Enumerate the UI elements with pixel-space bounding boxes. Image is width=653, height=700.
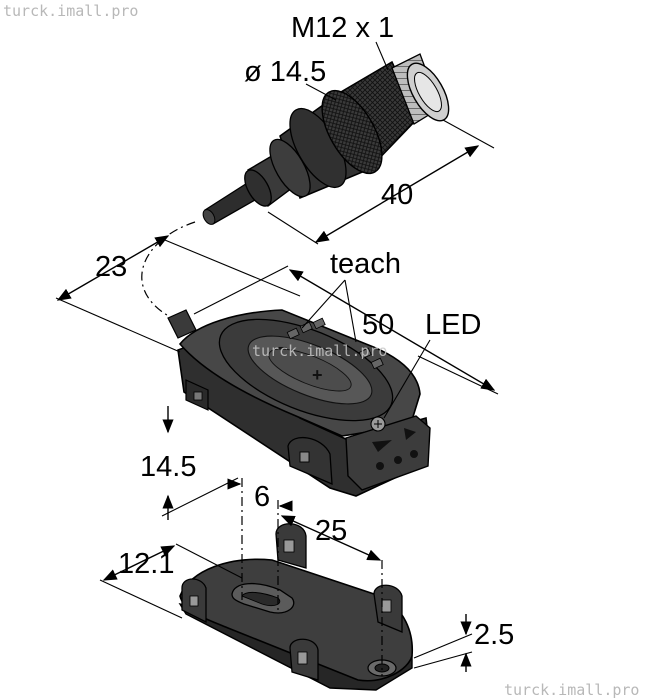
dimension-25: 25 [280,515,383,676]
cable-link [141,221,196,319]
dimension-40-label: 40 [381,179,413,211]
watermark-bottom-right: turck.imall.pro [504,681,639,699]
plus-symbol: + [312,365,323,385]
dimension-6: 6 [227,478,293,612]
dimension-23: 23 [55,235,301,353]
housing-tab-front [287,436,333,486]
dimension-14-5-label: 14.5 [140,451,196,483]
dimension-25-label: 25 [315,515,347,547]
dimension-12-1-label: 12.1 [118,548,174,580]
dimension-50: 50 [193,265,499,395]
dimension-50-label: 50 [362,309,394,341]
dimension-23-label: 23 [95,251,127,283]
thread-label: M12 x 1 [291,12,394,44]
watermark-top-left: turck.imall.pro [3,2,138,20]
watermark-center: turck.imall.pro [252,342,387,360]
dimension-40: 40 [267,119,495,245]
minus-symbol: – [278,339,287,356]
dimension-14-5: 14.5 [140,406,239,520]
m12-connector [202,53,450,225]
arrow-icon [372,440,392,452]
dimension-6-label: 6 [254,481,270,513]
diameter-label: ø 14.5 [244,56,326,88]
dimension-2-5: 2.5 [413,614,514,672]
teach-label: teach [330,248,401,280]
dimension-2-5-label: 2.5 [474,619,514,651]
dimension-12-1: 12.1 [99,543,243,619]
led-label: LED [425,309,481,341]
mounting-bracket [178,523,414,691]
